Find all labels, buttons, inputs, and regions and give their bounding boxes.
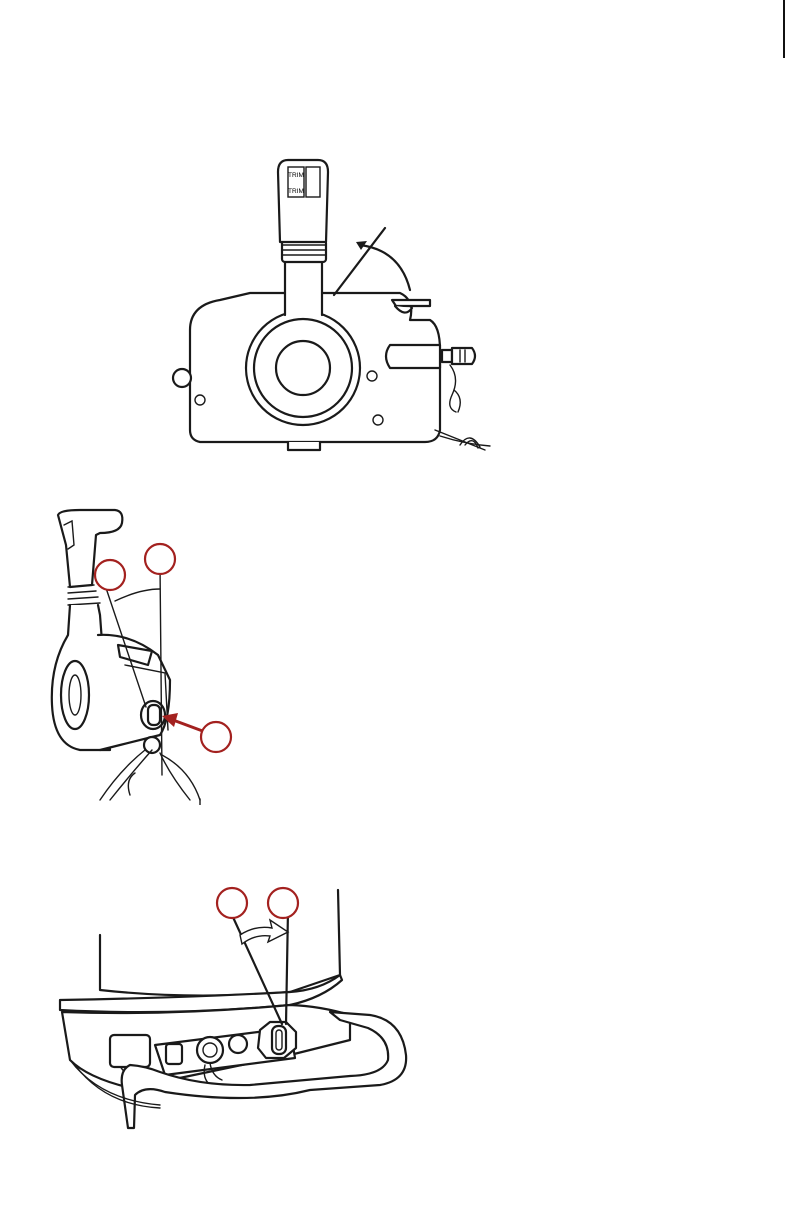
key-icon xyxy=(442,348,475,364)
engine-tiller-lanyard-figure xyxy=(50,880,420,1130)
trim-up-label: TRIM xyxy=(288,172,304,179)
remote-control-lever-figure: TRIM TRIM xyxy=(160,150,500,460)
callout-circle-3 xyxy=(201,722,231,752)
callout-circle-2 xyxy=(145,544,175,574)
red-arrow-icon xyxy=(162,713,208,733)
trim-down-label: TRIM xyxy=(288,188,304,195)
callout-circle-1 xyxy=(95,560,125,590)
lever-angle-line xyxy=(334,228,385,295)
page-edge-rule xyxy=(783,0,785,58)
callout-circle-1 xyxy=(217,888,247,918)
side-view-lanyard-switch-figure xyxy=(40,505,260,805)
callout-circle-2 xyxy=(268,888,298,918)
